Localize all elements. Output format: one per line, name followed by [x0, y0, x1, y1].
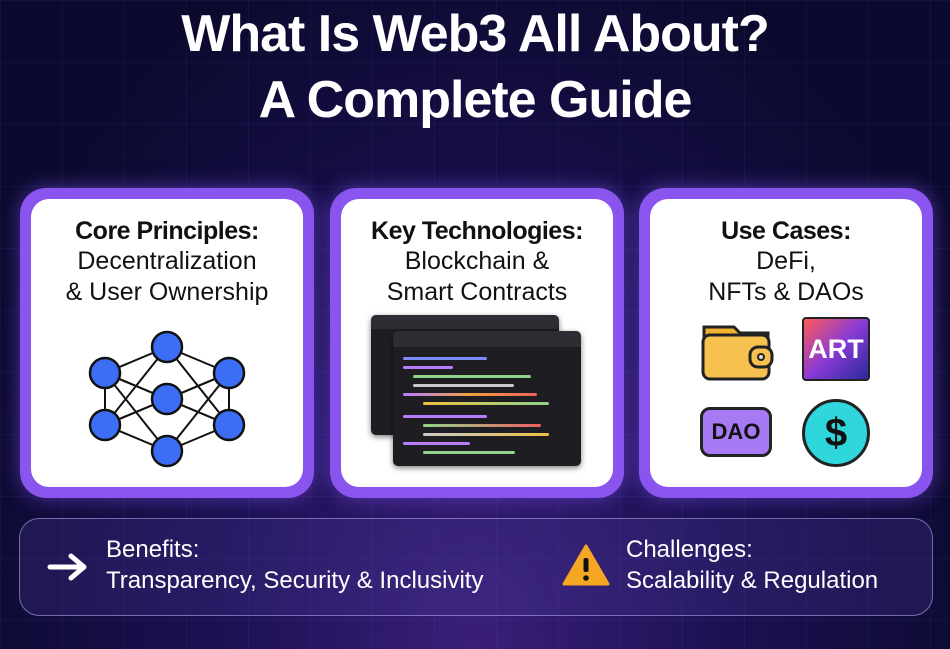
card-heading: Use Cases:	[721, 217, 851, 245]
card-use-cases: Use Cases: DeFi, NFTs & DAOs ART DAO $	[639, 188, 933, 498]
card-sub1: DeFi,	[756, 247, 816, 275]
challenges-text: Scalability & Regulation	[626, 567, 879, 594]
card-heading: Key Technologies:	[371, 217, 583, 245]
summary-panel: Benefits: Transparency, Security & Inclu…	[19, 518, 933, 616]
card-key-technologies: Key Technologies: Blockchain & Smart Con…	[330, 188, 624, 498]
card-sub1: Decentralization	[77, 247, 257, 275]
wallet-icon	[701, 325, 774, 381]
page-title-line2: A Complete Guide	[258, 71, 693, 129]
crypto-coin-icon: $	[802, 399, 870, 467]
dao-chat-icon: DAO	[700, 407, 772, 457]
warning-icon	[562, 544, 610, 586]
nft-art-icon: ART	[802, 317, 870, 381]
network-icon	[88, 330, 246, 468]
benefits-label: Benefits:	[106, 536, 200, 563]
card-heading: Core Principles:	[75, 217, 259, 245]
card-core-principles: Core Principles: Decentralization & User…	[20, 188, 314, 498]
challenges-label: Challenges:	[626, 536, 753, 563]
page-title-line1: What Is Web3 All About?	[181, 5, 770, 63]
card-sub2: Smart Contracts	[386, 278, 568, 306]
benefits-text: Transparency, Security & Inclusivity	[106, 567, 484, 594]
card-sub2: NFTs & DAOs	[708, 278, 864, 306]
card-sub1: Blockchain &	[404, 247, 550, 275]
card-sub2: & User Ownership	[65, 278, 269, 306]
arrow-right-icon	[47, 553, 87, 581]
